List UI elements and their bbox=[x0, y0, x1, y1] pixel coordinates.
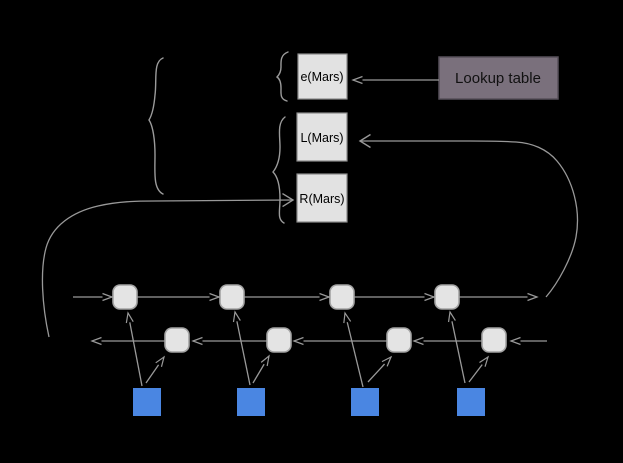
input-arrows bbox=[128, 312, 488, 388]
input-to-forward-arrow bbox=[450, 312, 466, 384]
lookup-table-label: Lookup table bbox=[455, 70, 541, 87]
word-input-square bbox=[351, 388, 379, 416]
input-to-forward-arrow bbox=[128, 313, 143, 387]
input-to-forward-arrow bbox=[345, 313, 364, 388]
backward-rnn-node bbox=[386, 327, 412, 353]
e-box-label: e(Mars) bbox=[300, 70, 343, 84]
forward-rnn-node bbox=[112, 284, 138, 310]
arrow-backward-output-to-R bbox=[41, 192, 295, 338]
e-box bbox=[297, 53, 348, 100]
arrow-forward-output-to-L bbox=[358, 133, 579, 298]
backward-rnn-node bbox=[164, 327, 190, 353]
input-to-backward-arrow bbox=[145, 357, 164, 384]
forward-rnn-node bbox=[329, 284, 355, 310]
input-to-forward-arrow bbox=[235, 312, 251, 386]
forward-rnn-node bbox=[219, 284, 245, 310]
L-box bbox=[296, 112, 348, 162]
R-box-label: R(Mars) bbox=[299, 192, 344, 206]
forward-rnn-nodes bbox=[112, 284, 460, 310]
left-tall-brace bbox=[148, 57, 164, 195]
lookup-table: Lookup table bbox=[438, 56, 559, 100]
input-to-backward-arrow bbox=[367, 357, 391, 383]
embedding-box-R: R(Mars) bbox=[296, 173, 348, 223]
backward-rnn-node bbox=[266, 327, 292, 353]
input-to-backward-arrow bbox=[252, 356, 269, 384]
R-box bbox=[296, 173, 348, 223]
input-to-backward-arrow bbox=[468, 357, 488, 383]
forward-rnn-node bbox=[434, 284, 460, 310]
word-input-square bbox=[133, 388, 161, 416]
backward-rnn-node bbox=[481, 327, 507, 353]
context-boxes-brace bbox=[272, 116, 286, 224]
L-box-label: L(Mars) bbox=[300, 131, 343, 145]
backward-rnn-nodes bbox=[164, 327, 507, 353]
input-squares bbox=[133, 388, 485, 416]
word-input-square bbox=[237, 388, 265, 416]
embedding-box-brace bbox=[275, 51, 289, 102]
embedding-box-L: L(Mars) bbox=[296, 112, 348, 162]
word-input-square bbox=[457, 388, 485, 416]
lookup-table-box bbox=[438, 56, 559, 100]
embedding-box-e: e(Mars) bbox=[297, 53, 348, 100]
